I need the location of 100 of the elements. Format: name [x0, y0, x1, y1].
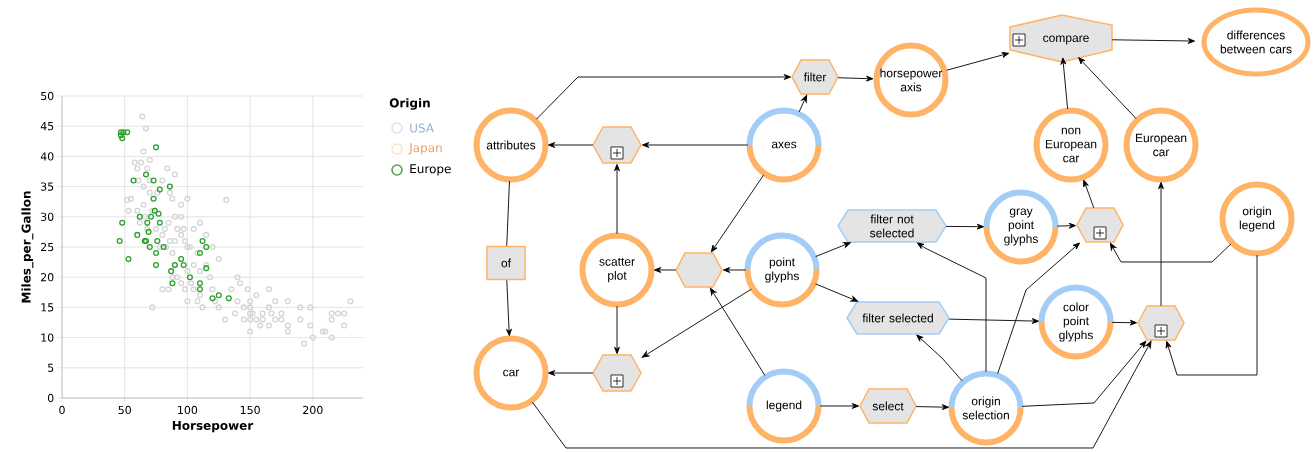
hexagon-node: filter selected — [846, 301, 950, 335]
arrow — [1111, 38, 1195, 44]
point — [180, 262, 187, 269]
arrow — [614, 305, 620, 354]
circle-node: color point glyphs — [1038, 284, 1114, 360]
arrow — [548, 142, 594, 148]
arrow — [916, 334, 963, 382]
point — [150, 177, 157, 184]
arrow — [548, 370, 594, 376]
legend-label: Japan — [408, 143, 442, 155]
y-tick-label: 20 — [41, 273, 54, 282]
y-tick-label: 25 — [41, 242, 54, 252]
arrow — [710, 174, 765, 253]
point — [186, 274, 193, 281]
ellipse-node: differences between cars — [1201, 7, 1311, 77]
arrow — [798, 94, 808, 113]
arrow — [535, 74, 792, 120]
arrow — [1158, 182, 1164, 307]
point — [119, 219, 126, 226]
circle-node: attributes — [473, 107, 549, 183]
x-tick-label: 150 — [240, 405, 260, 415]
hexagon-node: filter not selected — [837, 209, 947, 243]
point — [153, 249, 160, 257]
y-tick-label: 10 — [41, 333, 54, 342]
arrow — [531, 340, 1152, 449]
arrow — [1021, 340, 1147, 407]
y-tick-label: 50 — [41, 91, 54, 101]
hexagon-node: select — [859, 388, 917, 424]
hexagon-node — [592, 126, 642, 164]
arrow — [1078, 57, 1137, 120]
arrow — [1111, 319, 1138, 326]
box-node: of — [486, 245, 526, 281]
hexagon-node — [592, 354, 642, 392]
arrow — [506, 279, 512, 337]
arrow — [916, 242, 987, 373]
point — [169, 280, 176, 287]
arrow — [654, 267, 677, 273]
point — [153, 262, 160, 269]
point — [148, 213, 155, 220]
point — [124, 129, 131, 136]
point — [130, 177, 137, 184]
arrow — [815, 242, 851, 257]
x-tick-label: 0 — [59, 405, 65, 415]
arrow — [1165, 254, 1258, 376]
circle-node: origin selection — [948, 370, 1024, 446]
x-tick-label: 50 — [118, 405, 131, 415]
arrow — [948, 318, 1040, 324]
circle-node: axes — [746, 107, 822, 183]
circle-node: legend — [746, 368, 822, 444]
y-tick-label: 40 — [40, 152, 54, 161]
circle-node: car — [473, 335, 549, 411]
arrow — [723, 267, 747, 273]
point — [215, 292, 222, 299]
hexagon-node: compare — [1009, 14, 1113, 63]
circle-node: scatter plot — [579, 232, 655, 308]
point — [144, 219, 151, 226]
y-tick-label: 45 — [40, 122, 54, 131]
arrow — [945, 223, 985, 230]
point — [154, 237, 161, 245]
point — [116, 237, 123, 245]
point — [199, 237, 206, 245]
point — [156, 219, 163, 226]
arrow — [709, 287, 766, 376]
point — [146, 243, 153, 251]
x-axis-title: Horsepower — [172, 420, 254, 433]
point — [225, 295, 232, 302]
point — [178, 256, 185, 263]
point — [168, 268, 175, 275]
hexagon-node: filter — [791, 59, 839, 95]
arrow — [641, 288, 752, 358]
legend-label: USA — [410, 123, 434, 133]
y-tick-label: 5 — [48, 363, 54, 372]
point — [136, 213, 143, 220]
arrow — [614, 164, 620, 235]
x-tick-label: 200 — [303, 405, 323, 415]
hexagon-node — [1137, 305, 1185, 341]
arrow — [819, 403, 860, 409]
circle-node: origin legend — [1219, 181, 1295, 257]
circle-node: European car — [1123, 107, 1199, 183]
y-tick-label: 0 — [47, 393, 54, 403]
point — [196, 286, 204, 293]
point — [150, 195, 157, 202]
circle-node: point glyphs — [744, 232, 820, 308]
arrow — [1056, 222, 1077, 229]
arrow — [1083, 179, 1095, 209]
y-tick-label: 30 — [41, 212, 54, 221]
hexagon-node — [1076, 207, 1124, 243]
hexagon-node — [675, 252, 723, 288]
point — [196, 280, 204, 287]
y-axis-title: Miles_per_Gallon — [21, 191, 34, 303]
arrow — [1109, 242, 1232, 263]
circle-node: non European car — [1033, 107, 1109, 183]
legend-label: Europe — [410, 164, 451, 176]
point — [155, 210, 162, 217]
point — [153, 144, 160, 151]
arrow — [997, 242, 1080, 375]
legend-title: Origin — [389, 98, 430, 110]
arrow — [642, 142, 749, 148]
arrow — [946, 52, 1010, 71]
y-tick-label: 35 — [41, 182, 54, 191]
